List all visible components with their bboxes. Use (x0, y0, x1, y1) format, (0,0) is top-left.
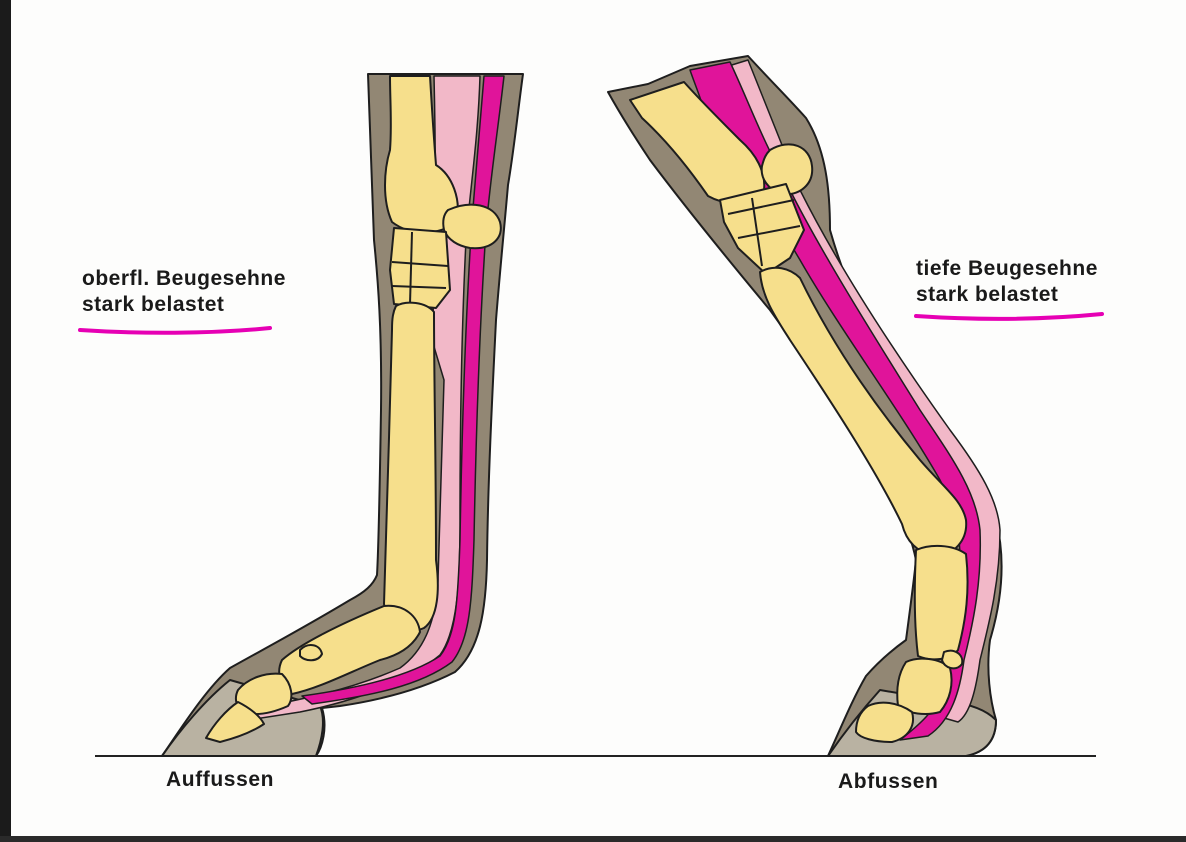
left-annotation: oberfl. Beugesehne stark belastet (82, 266, 286, 318)
right-leg (608, 56, 1002, 756)
right-caption: Abfussen (838, 770, 938, 794)
left-caption: Auffussen (166, 768, 274, 792)
left-annotation-line1: oberfl. Beugesehne (82, 266, 286, 292)
right-coffin-bone (856, 703, 913, 742)
left-cannon-bone (384, 303, 438, 631)
right-annotation-line2: stark belastet (916, 282, 1098, 308)
left-annotation-underline (80, 328, 270, 333)
right-short-pastern-bone (897, 659, 951, 714)
right-sesamoid-bone (942, 651, 962, 669)
left-calcaneus-bone (443, 205, 501, 249)
right-annotation-underline (916, 314, 1102, 319)
left-tarsal-bones (390, 228, 450, 308)
left-annotation-line2: stark belastet (82, 292, 286, 318)
left-sesamoid-bone (300, 645, 322, 660)
right-annotation: tiefe Beugesehne stark belastet (916, 256, 1098, 308)
right-long-pastern-bone (915, 546, 968, 659)
right-annotation-line1: tiefe Beugesehne (916, 256, 1098, 282)
left-leg (162, 74, 523, 756)
